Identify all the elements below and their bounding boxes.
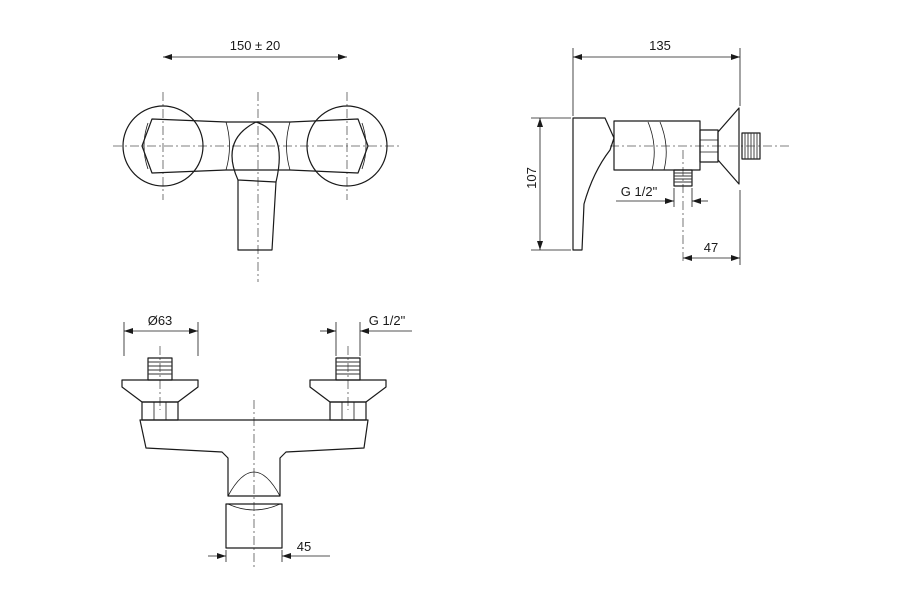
dimension-front-diameter: Ø63 [123, 313, 199, 356]
dimension-side-height: 107 [524, 117, 571, 251]
top-view-right-flange [306, 105, 388, 187]
front-view-outlet [225, 503, 283, 549]
dimension-side-inlet-label: G 1/2" [621, 184, 658, 199]
dimension-side-depth: 135 [572, 38, 741, 116]
dimension-top-spacing: 150 ± 20 [163, 38, 347, 60]
side-view-nut [699, 129, 719, 163]
dimension-top-spacing-label: 150 ± 20 [230, 38, 281, 53]
front-view: Ø63 G 1/2" 45 [121, 313, 412, 568]
top-view-left-flange [122, 105, 204, 187]
front-view-center-lines [159, 346, 349, 568]
top-view-center-lines [113, 92, 400, 282]
front-view-left-inlet [121, 357, 199, 421]
dimension-side-depth-label: 135 [649, 38, 671, 53]
dimension-side-offset: 47 [683, 190, 741, 265]
top-view-mixer-body [141, 118, 369, 174]
side-view-flange [717, 107, 740, 185]
side-view-lever [572, 117, 615, 251]
dimension-front-diameter-label: Ø63 [148, 313, 173, 328]
side-view-outlet-thread [673, 169, 693, 187]
dimension-front-outlet: 45 [208, 539, 330, 562]
side-view: 135 107 G 1/2" 47 [524, 38, 790, 265]
dimension-front-inlet: G 1/2" [320, 313, 412, 356]
dimension-side-inlet: G 1/2" [616, 184, 708, 207]
top-view-lever-handle [231, 121, 280, 251]
dimension-side-height-label: 107 [524, 167, 539, 189]
side-view-body [613, 120, 701, 171]
dimension-side-offset-label: 47 [704, 240, 718, 255]
dimension-front-inlet-label: G 1/2" [369, 313, 406, 328]
front-view-mixer-body [139, 419, 369, 497]
side-view-wall-thread [741, 132, 761, 160]
top-view: 150 ± 20 [113, 38, 400, 282]
dimension-front-outlet-label: 45 [297, 539, 311, 554]
